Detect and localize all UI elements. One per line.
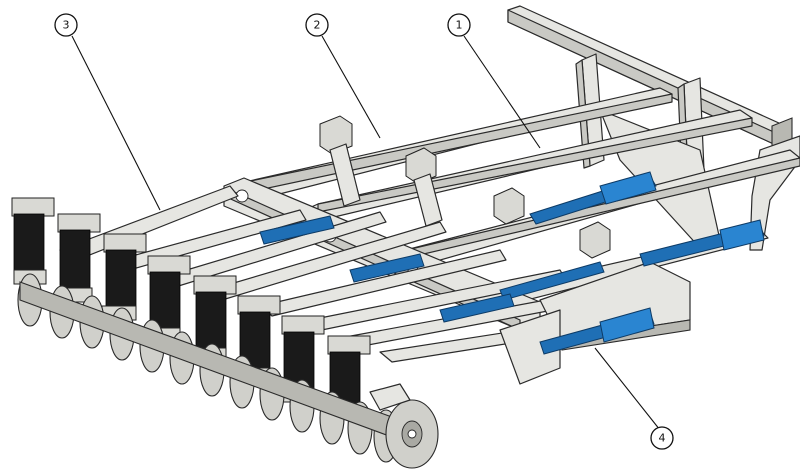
leader-line-2 [321, 35, 381, 139]
callout-number: 4 [659, 432, 666, 445]
callout-2: 2 [305, 13, 329, 37]
leader-line-1 [463, 35, 541, 149]
spring-tine [57, 213, 101, 303]
shank-brackets [319, 115, 611, 259]
hydraulic-cylinders [259, 171, 765, 355]
leader-lines [71, 35, 661, 431]
roller-discs [17, 273, 439, 469]
callout-number: 1 [456, 19, 463, 32]
spring-tine [101, 233, 147, 321]
hitch-frame [507, 5, 800, 251]
callout-1: 1 [447, 13, 471, 37]
callout-number: 2 [314, 19, 321, 32]
callout-circle [54, 13, 78, 37]
callout-circle [650, 426, 674, 450]
callout-circle [447, 13, 471, 37]
leader-line-3 [71, 35, 161, 211]
callout-3: 3 [54, 13, 78, 37]
callout-4: 4 [650, 426, 674, 450]
leader-line-4 [594, 347, 661, 431]
spring-tine [11, 197, 55, 285]
callout-circle [305, 13, 329, 37]
callout-number: 3 [63, 19, 70, 32]
